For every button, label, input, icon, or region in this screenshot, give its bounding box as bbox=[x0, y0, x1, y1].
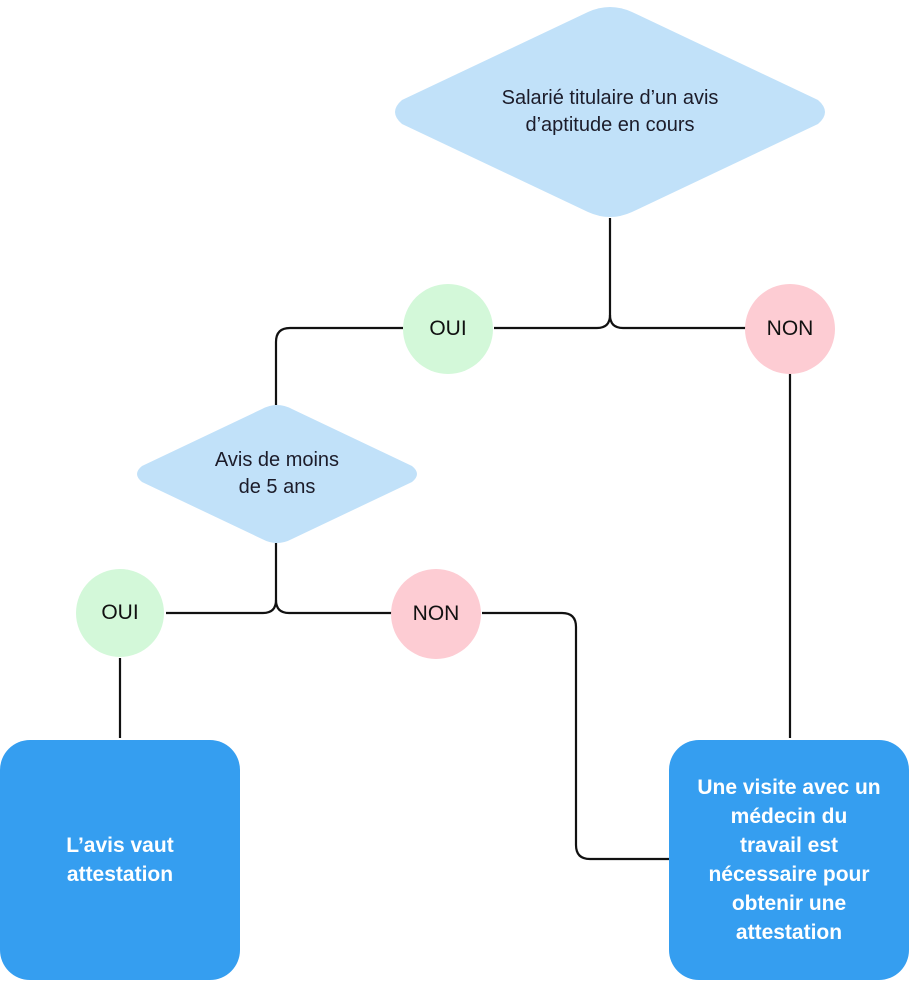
decision-avis-moins-5-ans: Avis de moins de 5 ans bbox=[132, 403, 422, 545]
no-label: NON bbox=[412, 602, 460, 625]
edge-decision1-no bbox=[608, 314, 746, 330]
edge-decision1-split bbox=[494, 218, 612, 330]
result-text-line: attestation bbox=[735, 921, 843, 944]
decision-text: Salarié titulaire d’un avis d’aptitude e… bbox=[388, 85, 832, 139]
result-text-line: attestation bbox=[66, 863, 174, 886]
edge-yes1-decision2 bbox=[274, 326, 403, 405]
result-text-line: Une visite avec un bbox=[697, 776, 881, 799]
edge-no2-result bbox=[482, 611, 670, 861]
no-label: NON bbox=[766, 317, 814, 340]
result-text-line: travail est bbox=[739, 834, 839, 857]
decision-text-line: Salarié titulaire d’un avis bbox=[501, 87, 719, 109]
decision-text-line: d’aptitude en cours bbox=[525, 114, 695, 136]
result-text-line: médecin du bbox=[730, 805, 848, 828]
diamond-shape bbox=[137, 405, 417, 543]
diamond-shape bbox=[395, 7, 825, 217]
decision-salarie-titulaire: Salarié titulaire d’un avis d’aptitude e… bbox=[388, 4, 832, 220]
decision-text-line: de 5 ans bbox=[238, 476, 316, 498]
result-visite-medecin: Une visite avec un médecin du travail es… bbox=[669, 740, 909, 980]
no-badge: NON bbox=[391, 569, 481, 659]
yes-label: OUI bbox=[101, 601, 139, 624]
edge-decision2-split bbox=[166, 543, 278, 615]
yes-badge: OUI bbox=[76, 569, 164, 657]
no-badge: NON bbox=[745, 284, 835, 374]
decision-text-line: Avis de moins bbox=[214, 449, 340, 471]
yes-badge: OUI bbox=[403, 284, 493, 374]
result-text-line: L’avis vaut bbox=[66, 834, 174, 857]
result-text-line: obtenir une bbox=[731, 892, 847, 915]
result-avis-vaut-attestation: L’avis vaut attestation bbox=[0, 740, 240, 980]
edge-decision2-no bbox=[274, 599, 392, 615]
result-text-line: nécessaire pour bbox=[708, 863, 870, 886]
decision-text: Avis de moins de 5 ans bbox=[132, 447, 422, 501]
yes-label: OUI bbox=[429, 317, 467, 340]
